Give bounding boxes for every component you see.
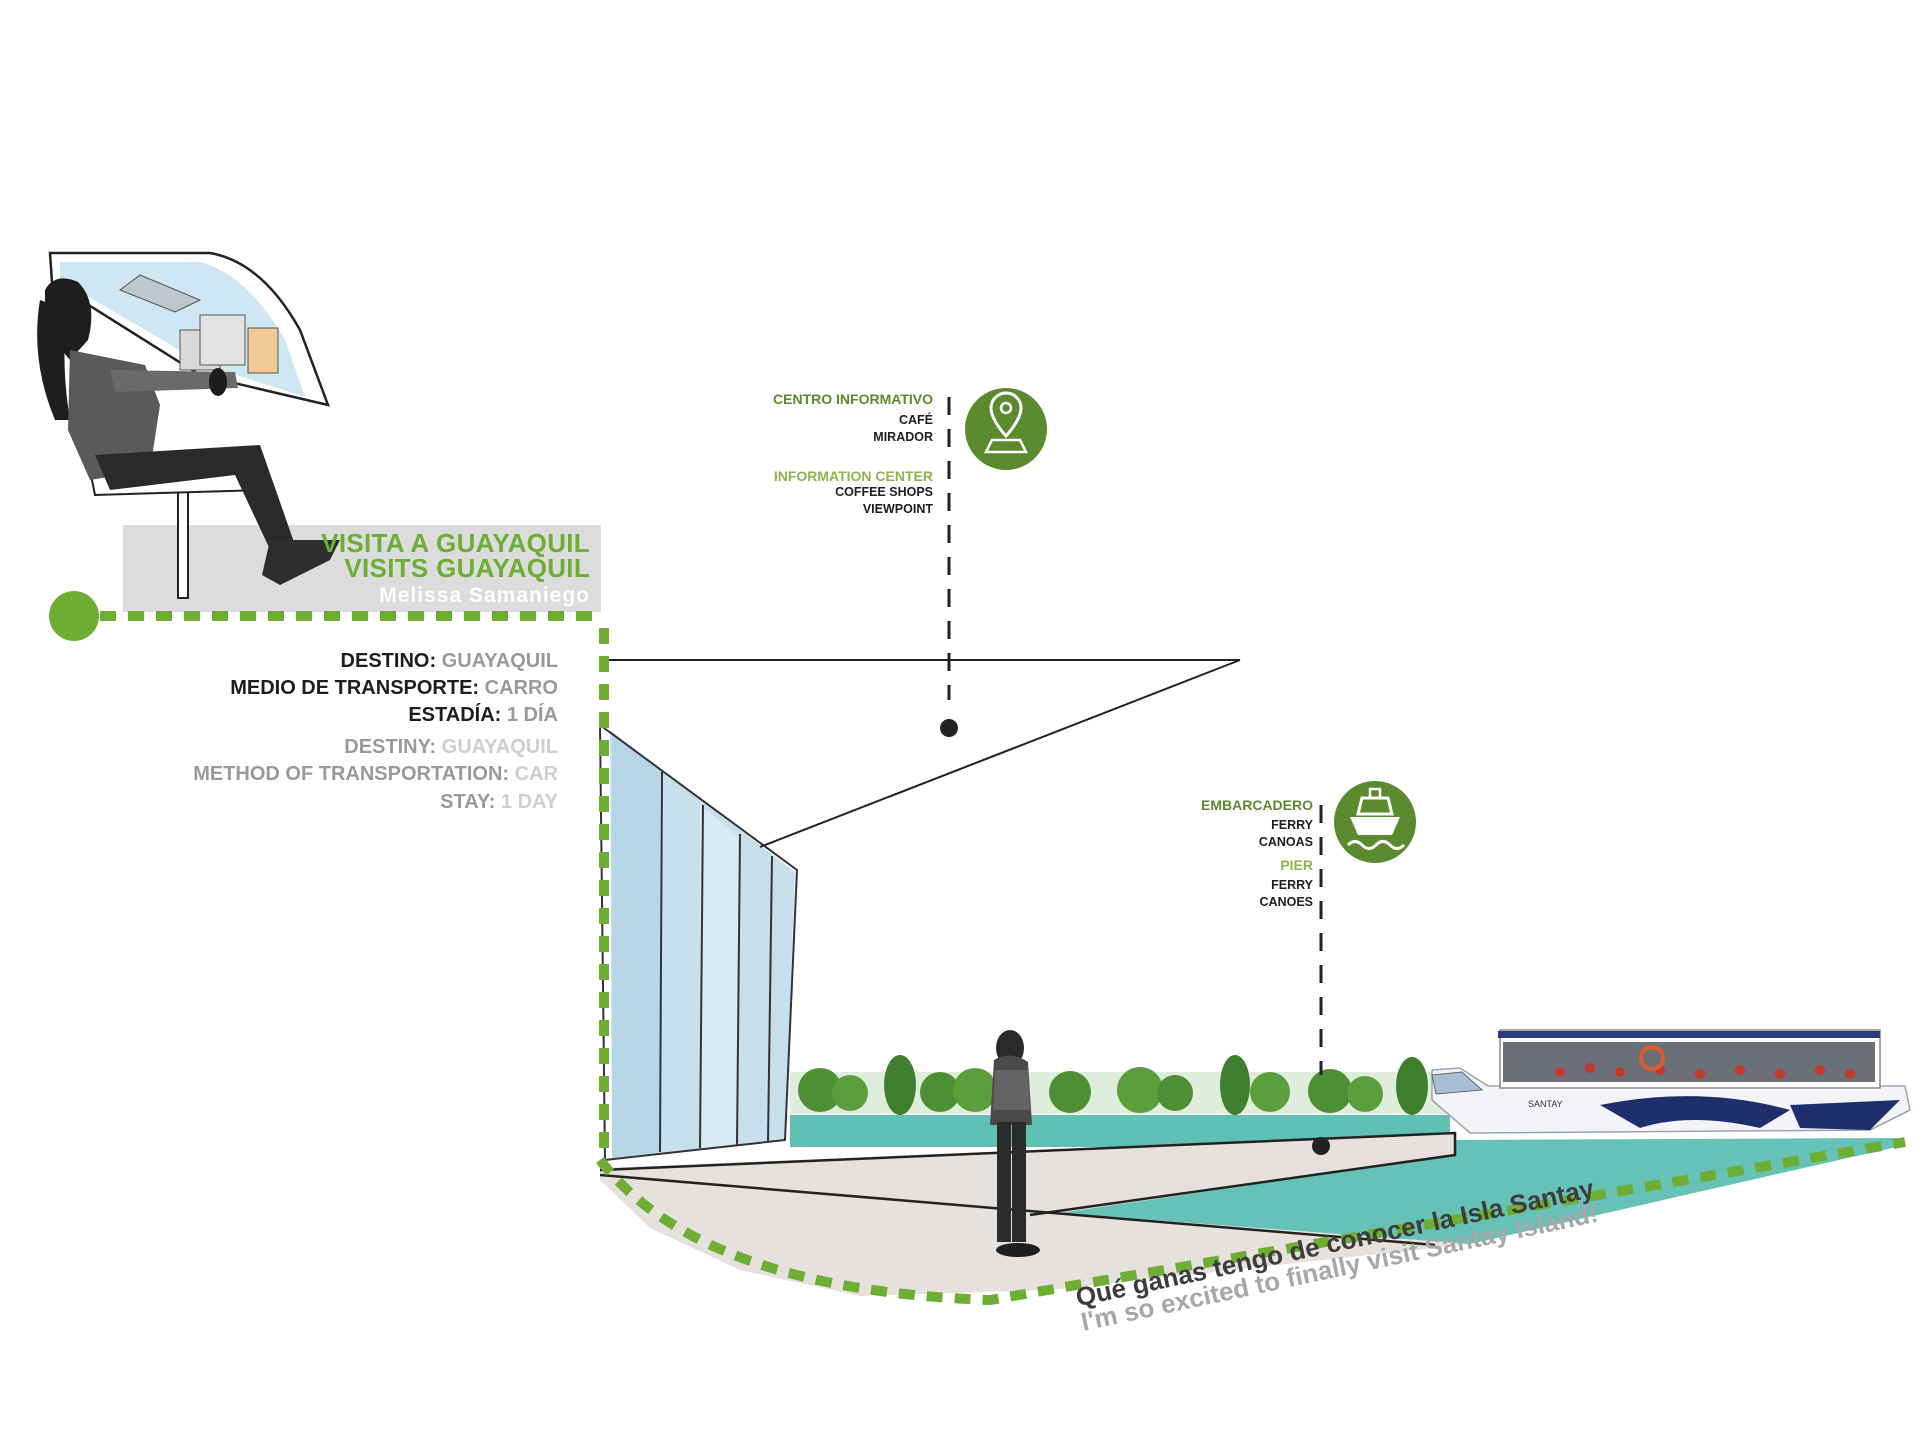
ferry-boat: SANTAY	[1431, 1029, 1911, 1134]
ferry-icon	[1334, 781, 1416, 863]
author-name: Melissa Samaniego	[379, 584, 590, 607]
trip-destination-es: DESTINO: GUAYAQUIL	[341, 650, 558, 673]
pier-callout-sub-es-1: FERRY	[1271, 818, 1313, 832]
trip-key: ESTADÍA:	[408, 704, 502, 726]
trip-key: STAY:	[440, 791, 496, 813]
info-callout-head-en: INFORMATION CENTER	[773, 468, 933, 484]
info-point	[940, 719, 958, 737]
walkway-edge	[599, 1131, 1457, 1217]
pier-callout-head-es: EMBARCADERO	[1201, 797, 1313, 813]
trip-value: GUAYAQUIL	[441, 650, 558, 672]
trip-transport-en: METHOD OF TRANSPORTATION: CAR	[193, 763, 558, 786]
water-front	[1060, 1138, 1905, 1244]
start-point	[49, 591, 99, 641]
title-en: VISITS GUAYAQUIL	[344, 553, 590, 583]
trip-value: 1 DAY	[500, 791, 558, 813]
trip-stay-es: ESTADÍA: 1 DÍA	[408, 704, 558, 727]
map-pin-icon	[965, 388, 1047, 470]
info-callout-head-es: CENTRO INFORMATIVO	[773, 391, 933, 407]
info-callout-sub-en-1: COFFEE SHOPS	[835, 485, 933, 499]
trip-value: CAR	[514, 763, 558, 785]
title-es: VISITA A GUAYAQUIL	[321, 528, 590, 558]
trip-destination-en: DESTINY: GUAYAQUIL	[344, 736, 558, 759]
trip-key: METHOD OF TRANSPORTATION:	[193, 763, 510, 785]
car-driver-scene	[37, 251, 601, 612]
pier-callout-sub-es-2: CANOAS	[1258, 835, 1313, 849]
trip-value: 1 DÍA	[506, 704, 558, 726]
trip-value: GUAYAQUIL	[441, 736, 558, 758]
info-callout-sub-en-2: VIEWPOINT	[862, 502, 933, 516]
water-back	[790, 1115, 1450, 1147]
trip-key: DESTINO:	[340, 650, 437, 672]
boat-name: SANTAY	[1528, 1099, 1563, 1109]
trip-stay-en: STAY: 1 DAY	[440, 791, 558, 814]
pier-callout-head-en: PIER	[1280, 857, 1313, 873]
standing-person	[990, 1030, 1040, 1257]
tree-row	[790, 1055, 1450, 1115]
info-callout-sub-es-1: CAFÉ	[898, 413, 933, 427]
pier-point	[1312, 1137, 1330, 1155]
glass-building	[598, 659, 1241, 1162]
trip-value: CARRO	[484, 677, 558, 699]
journey-path	[100, 611, 1906, 1306]
trip-transport-es: MEDIO DE TRANSPORTE: CARRO	[230, 677, 558, 700]
info-callout-sub-es-2: MIRADOR	[873, 430, 933, 444]
trip-key: MEDIO DE TRANSPORTE:	[230, 677, 480, 699]
pier-callout-sub-en-1: FERRY	[1271, 878, 1313, 892]
pier-callout-sub-en-2: CANOES	[1259, 895, 1313, 909]
trip-key: DESTINY:	[344, 736, 437, 758]
